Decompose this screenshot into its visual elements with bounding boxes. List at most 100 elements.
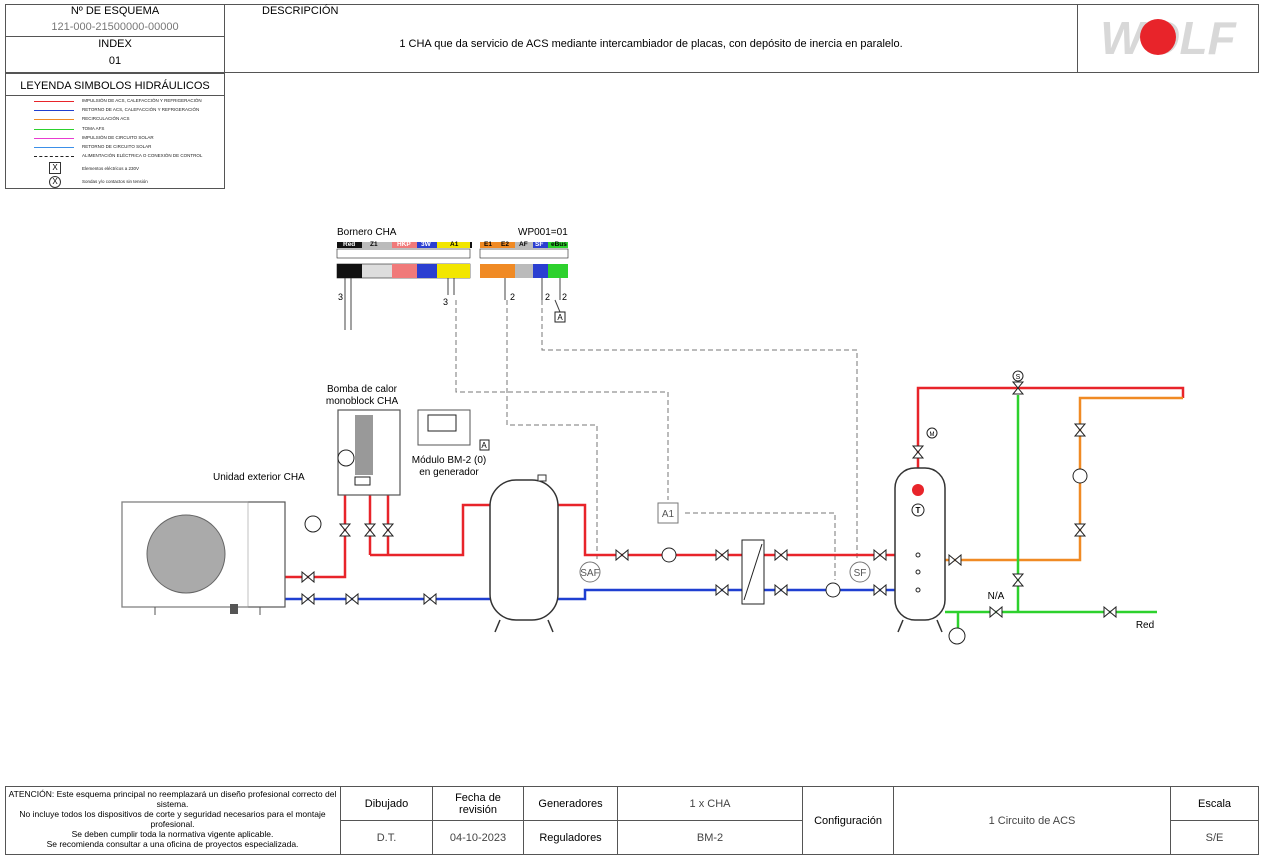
legend-line-5 xyxy=(34,147,74,148)
na-label: N/A xyxy=(988,591,1005,602)
footer-col-warning xyxy=(5,786,341,855)
outdoor-unit xyxy=(121,501,286,615)
heat-pump-label-2: monoblock CHA xyxy=(326,396,399,407)
terminal-strip-wp xyxy=(479,242,569,278)
warning-line-4: Se recomienda consultar a una oficina de… xyxy=(46,839,299,849)
scale-value: S/E xyxy=(1170,820,1259,855)
drawn-value: D.T. xyxy=(340,820,433,855)
revision-value: 04-10-2023 xyxy=(432,820,524,855)
sensor-a-label: A xyxy=(557,313,563,322)
terminal-strip-cha xyxy=(336,242,472,279)
terminal-group-3w: 3W xyxy=(421,241,431,248)
sensor-saf: SAF xyxy=(579,561,601,583)
footer-warning: ATENCIÓN: Este esquema principal no reem… xyxy=(5,789,340,849)
module-a-label: A xyxy=(481,441,487,450)
heat-pump-monoblock xyxy=(337,409,401,496)
generators-value: 1 x CHA xyxy=(617,786,803,821)
terminal-group-e1: E1 xyxy=(484,241,492,248)
description-label: DESCRIPCIÓN xyxy=(262,5,339,17)
wire-count-3: 2 xyxy=(510,292,515,302)
legend-box xyxy=(5,73,225,189)
legend-symbol-box: X xyxy=(49,162,61,174)
wire-count-2: 3 xyxy=(443,297,448,307)
scheme-number: 121-000-21500000-00000 xyxy=(51,21,179,33)
cold-water-lines xyxy=(945,395,1157,628)
config-value: 1 Circuito de ACS xyxy=(893,786,1171,855)
manometer: M xyxy=(926,427,938,439)
recirculation-lines xyxy=(945,396,1183,562)
index-box xyxy=(5,36,225,73)
legend-line-1 xyxy=(34,110,74,112)
plate-heat-exchanger xyxy=(741,539,765,605)
regulators-value: BM-2 xyxy=(617,820,803,855)
a1-label: A1 xyxy=(662,509,675,520)
sensor-a-box: A xyxy=(554,311,566,323)
control-wiring xyxy=(455,300,858,580)
scale-label: Escala xyxy=(1170,786,1259,821)
tank-t-label: T xyxy=(916,506,921,515)
heat-pump-label-1: Bomba de calor xyxy=(327,384,398,395)
buffer-tank xyxy=(489,474,559,633)
return-lines xyxy=(285,588,895,601)
generators-label: Generadores xyxy=(523,786,618,821)
regulators-label: Reguladores xyxy=(523,820,618,855)
s-label: S xyxy=(1016,374,1021,381)
a1-box: A1 xyxy=(657,502,679,524)
legend-symbol-circle-label: Sondas y/o contactos sin tensión xyxy=(82,179,148,184)
dhw-tank xyxy=(894,467,946,633)
module-a-box: A xyxy=(481,441,487,450)
legend-line-0 xyxy=(34,101,74,102)
revision-label: Fecha de revisión xyxy=(432,786,524,821)
sensor-sf: SF xyxy=(849,561,871,583)
legend-label-5: RETORNO DE CIRCUITO SOLAR xyxy=(82,144,152,149)
saf-label: SAF xyxy=(580,568,599,579)
terminal-group-z1: Z1 xyxy=(370,241,378,248)
terminal-group-e2: E2 xyxy=(501,241,509,248)
bm2-module xyxy=(417,409,490,451)
logo-box xyxy=(1077,4,1259,73)
legend-label-3: TOMA AFS xyxy=(82,125,105,131)
terminal-group-af: AF xyxy=(519,241,528,248)
legend-label-4: IMPULSIÓN DE CIRCUITO SOLAR xyxy=(82,134,154,140)
legend-line-4 xyxy=(34,137,74,139)
terminal-group-a1: A1 xyxy=(450,241,459,248)
warning-line-3: Se deben cumplir toda la normativa vigen… xyxy=(71,829,274,839)
index-value: 01 xyxy=(108,55,122,67)
legend-line-6 xyxy=(34,156,74,158)
wolf-logo: WOLF xyxy=(1088,14,1248,60)
terminal-group-hkp: HKP xyxy=(397,241,411,248)
module-label-1: Módulo BM-2 (0) xyxy=(412,455,486,466)
legend-symbol-circle: X xyxy=(49,176,61,188)
legend-title-sep xyxy=(5,95,225,96)
wire-count-4: 2 xyxy=(545,292,550,302)
hydraulic-diagram: SAF SF A1 A A S M T Bornero CHA WP001=01… xyxy=(121,227,1185,645)
legend-label-0: IMPULSIÓN DE ACS, CALEFACCIÓN Y REFRIGER… xyxy=(82,98,202,103)
pumps xyxy=(304,468,1088,645)
legend-label-6: ALIMENTACIÓN ELÉCTRICA O CONEXIÓN DE CON… xyxy=(82,153,203,159)
mixing-valve-s: S xyxy=(1012,370,1024,382)
module-label-2: en generador xyxy=(419,467,479,478)
terminal-group-ebus: eBus xyxy=(551,241,567,248)
legend-label-1: RETORNO DE ACS, CALEFACCIÓN Y REFRIGERAC… xyxy=(82,107,200,113)
red-label: Red xyxy=(1136,620,1154,631)
legend-label-2: RECIRCULACIÓN ACS xyxy=(82,116,130,122)
config-label: Configuración xyxy=(802,786,894,855)
warning-line-1: ATENCIÓN: Este esquema principal no reem… xyxy=(8,789,337,809)
bornero-title: Bornero CHA xyxy=(337,227,397,238)
legend-line-2 xyxy=(34,119,74,121)
index-label: INDEX xyxy=(98,38,132,50)
legend-title: LEYENDA SIMBOLOS HIDRÁULICOS xyxy=(20,80,210,92)
warning-line-2: No incluye todos los dispositivos de cor… xyxy=(19,809,326,829)
terminal-group-sf: SF xyxy=(535,241,544,248)
description-text: 1 CHA que da servicio de ACS mediante in… xyxy=(399,38,903,50)
legend-line-3 xyxy=(34,128,74,130)
sf-label: SF xyxy=(854,568,867,579)
m-label: M xyxy=(930,432,935,438)
scheme-label: Nº DE ESQUEMA xyxy=(70,5,160,17)
wp-title: WP001=01 xyxy=(518,227,568,238)
legend-symbol-box-label: Elementos eléctricos a 230V xyxy=(82,166,140,171)
drawn-label: Dibujado xyxy=(340,786,433,821)
wire-count-1: 3 xyxy=(338,292,343,302)
terminal-wires xyxy=(344,278,561,330)
wire-count-5: 2 xyxy=(562,292,567,302)
